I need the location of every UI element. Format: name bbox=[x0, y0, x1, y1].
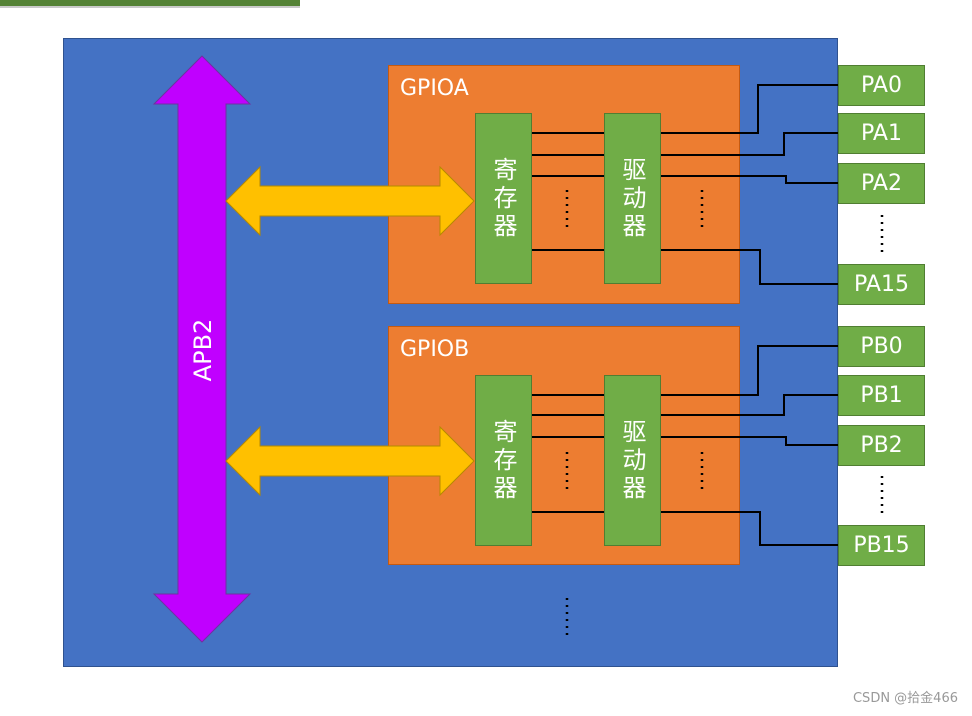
pin-pb2: PB2 bbox=[838, 425, 925, 466]
gpiob-data-arrow bbox=[225, 425, 475, 497]
pin-pa1: PA1 bbox=[838, 113, 925, 154]
pin-pb15: PB15 bbox=[838, 525, 925, 566]
pin-pb0: PB0 bbox=[838, 326, 925, 367]
apb2-label: APB2 bbox=[189, 318, 217, 382]
watermark: CSDN @拾金466 bbox=[852, 691, 958, 706]
gpiob-pin-wires bbox=[661, 345, 838, 546]
pin-pb1: PB1 bbox=[838, 375, 925, 416]
pin-pa15: PA15 bbox=[838, 264, 925, 305]
gpioa-register-block: 寄存器 bbox=[475, 113, 532, 284]
gpioa-title: GPIOA bbox=[400, 76, 469, 101]
top-bar-decoration bbox=[0, 0, 300, 8]
gpioa-data-arrow bbox=[225, 165, 475, 237]
gpiob-register-block: 寄存器 bbox=[475, 375, 532, 546]
gpiob-internal-wires bbox=[532, 394, 604, 513]
gpiob-driver-block: 驱动器 bbox=[604, 375, 661, 546]
gpioa-internal-wires bbox=[532, 132, 604, 251]
gpioa-driver-block: 驱动器 bbox=[604, 113, 661, 284]
pin-pa0: PA0 bbox=[838, 65, 925, 106]
gpioa-pin-wires bbox=[661, 84, 838, 285]
gpiob-title: GPIOB bbox=[400, 337, 470, 362]
pin-pa2: PA2 bbox=[838, 163, 925, 204]
apb2-bus-arrow bbox=[152, 55, 252, 643]
